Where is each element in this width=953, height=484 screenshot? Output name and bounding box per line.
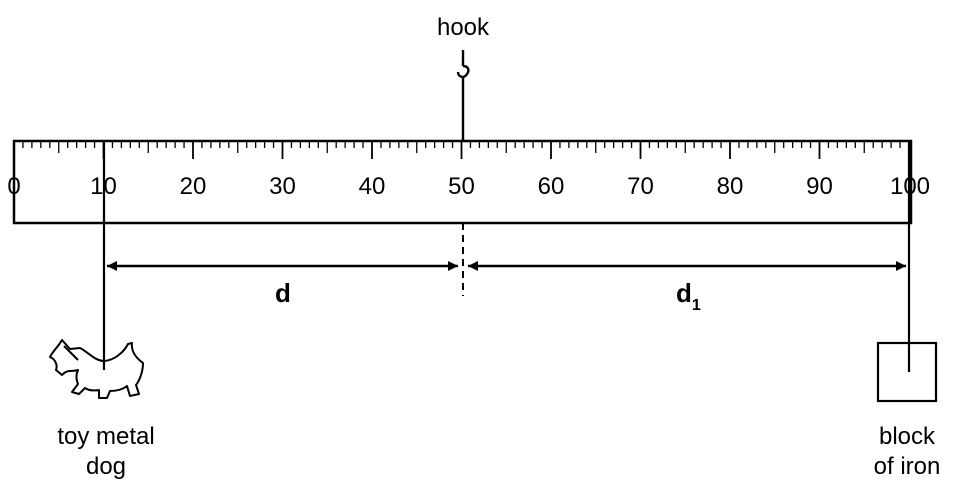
ruler-number-90: 90	[806, 173, 833, 200]
ruler-number-80: 80	[717, 173, 744, 200]
ruler-number-30: 30	[269, 173, 296, 200]
ruler-number-20: 20	[180, 173, 207, 200]
metre-ruler: 0102030405060708090100	[7, 139, 930, 225]
ruler-ticks	[13, 141, 910, 159]
hook-icon	[456, 50, 470, 140]
distance-d-label: d	[275, 278, 291, 308]
ruler-number-60: 60	[538, 173, 565, 200]
dog-label-line2: dog	[86, 453, 126, 480]
ruler-number-50: 50	[448, 173, 475, 200]
distance-d1-label: d1	[676, 278, 701, 314]
ruler-number-70: 70	[627, 173, 654, 200]
dog-label-line1: toy metal	[57, 423, 154, 450]
block-label-line2: of iron	[874, 453, 941, 480]
ruler-number-0: 0	[7, 173, 20, 200]
block-label-line1: block	[879, 423, 936, 450]
ruler-number-40: 40	[359, 173, 386, 200]
toy-dog-icon	[49, 339, 144, 399]
hook-label: hook	[437, 14, 490, 41]
toy-dog-ear-icon	[63, 345, 79, 361]
ruler-numbers: 0102030405060708090100	[7, 173, 930, 200]
iron-block	[876, 341, 938, 403]
